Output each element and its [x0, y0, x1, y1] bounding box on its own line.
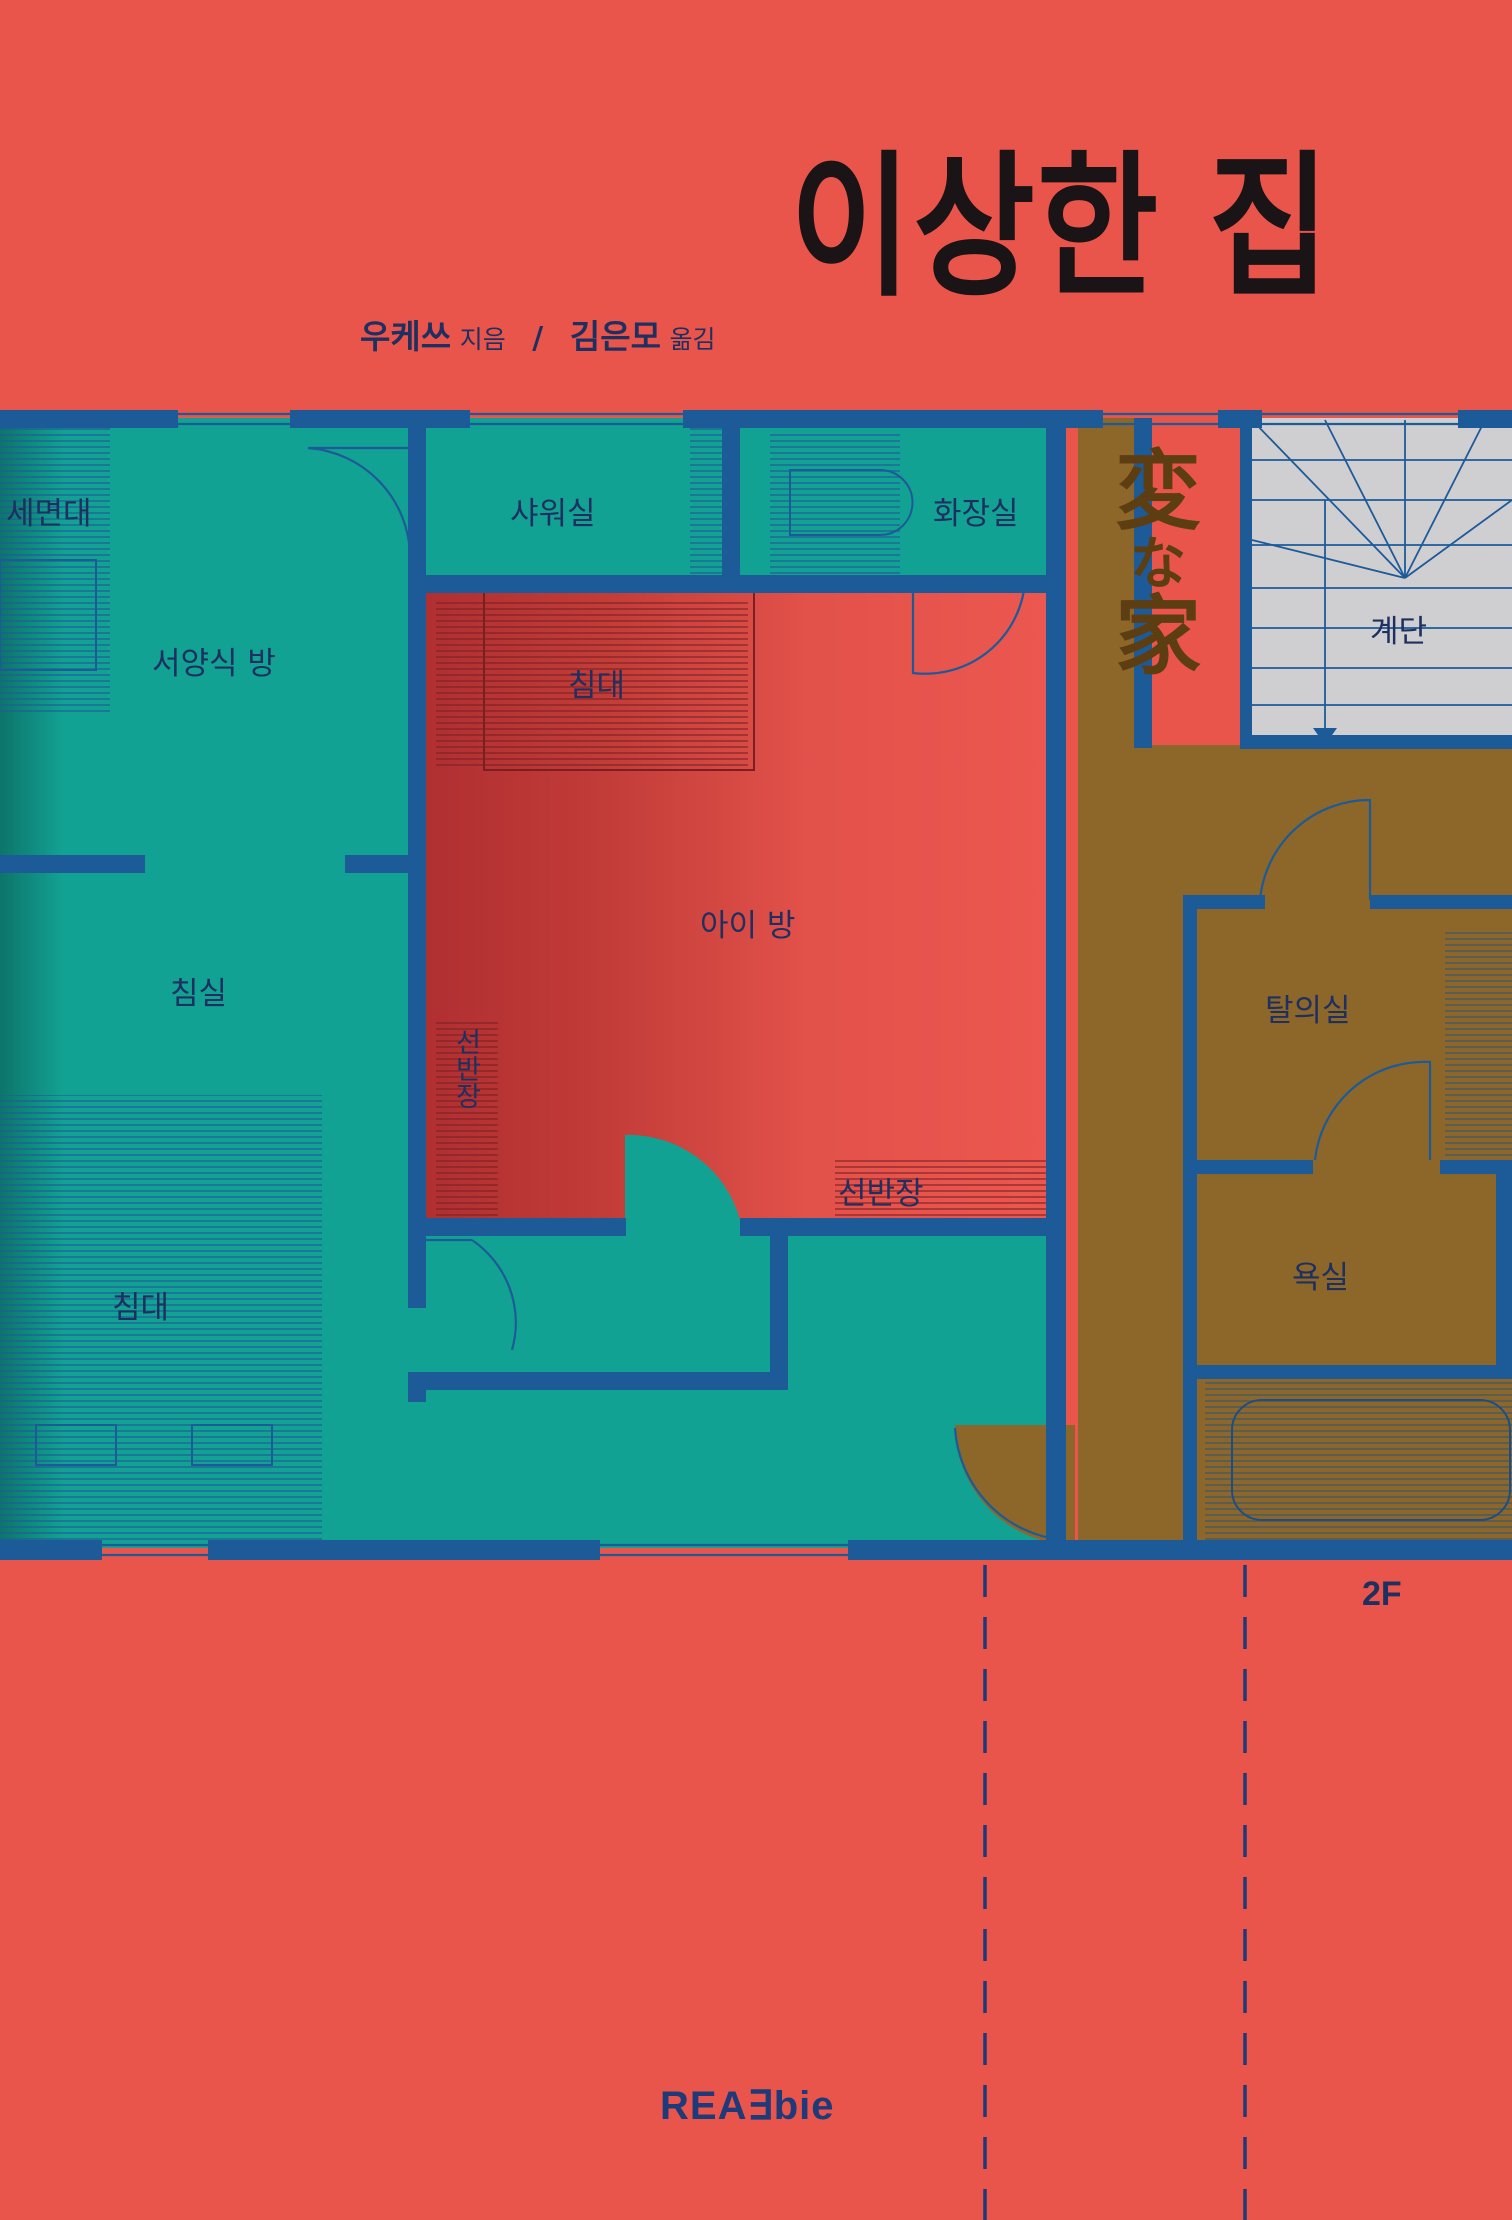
dashed-lines — [983, 1565, 1247, 2220]
room-label-bathroom: 욕실 — [1292, 1260, 1350, 1296]
author-name: 우케쓰 — [360, 317, 452, 356]
stairs — [1250, 418, 1512, 745]
room-label-stairs: 계단 — [1370, 614, 1428, 650]
room-label-shelf: 선반장 — [838, 1176, 924, 1212]
walls — [0, 410, 1512, 1560]
author-role: 지음 — [459, 325, 506, 354]
child-room-door — [625, 1134, 740, 1220]
room-label-shelf-vertical: 선반장 — [450, 1028, 481, 1109]
room-label-western-room: 서양식 방 — [152, 646, 276, 682]
kanji-title: 変 な 家 — [1098, 448, 1218, 681]
kanji-2: な — [1130, 530, 1186, 597]
room-label-bed-main: 침대 — [112, 1290, 170, 1326]
translator-role: 옮김 — [669, 325, 716, 354]
room-label-shower: 샤워실 — [510, 496, 596, 532]
room-label-washstand: 세면대 — [6, 496, 92, 532]
credits: 우케쓰 지음 / 김은모 옮김 — [360, 310, 716, 358]
room-label-toilet: 화장실 — [933, 496, 1019, 532]
translator-name: 김은모 — [569, 317, 661, 356]
publisher-logo: REA∃bie — [660, 2084, 835, 2128]
room-label-bed-child: 침대 — [568, 668, 626, 704]
room-label-child-room: 아이 방 — [700, 908, 796, 944]
room-label-bedroom: 침실 — [170, 976, 228, 1012]
room-label-dressing-room: 탈의실 — [1265, 993, 1351, 1029]
furniture — [0, 428, 1512, 1545]
credit-separator: / — [532, 321, 544, 356]
kanji-3: 家 — [1115, 585, 1201, 687]
floor-label: 2F — [1362, 1575, 1402, 1613]
book-title: 이상한 집 — [790, 137, 1332, 319]
kanji-1: 変 — [1115, 441, 1201, 542]
windows-doors — [102, 412, 1458, 1557]
